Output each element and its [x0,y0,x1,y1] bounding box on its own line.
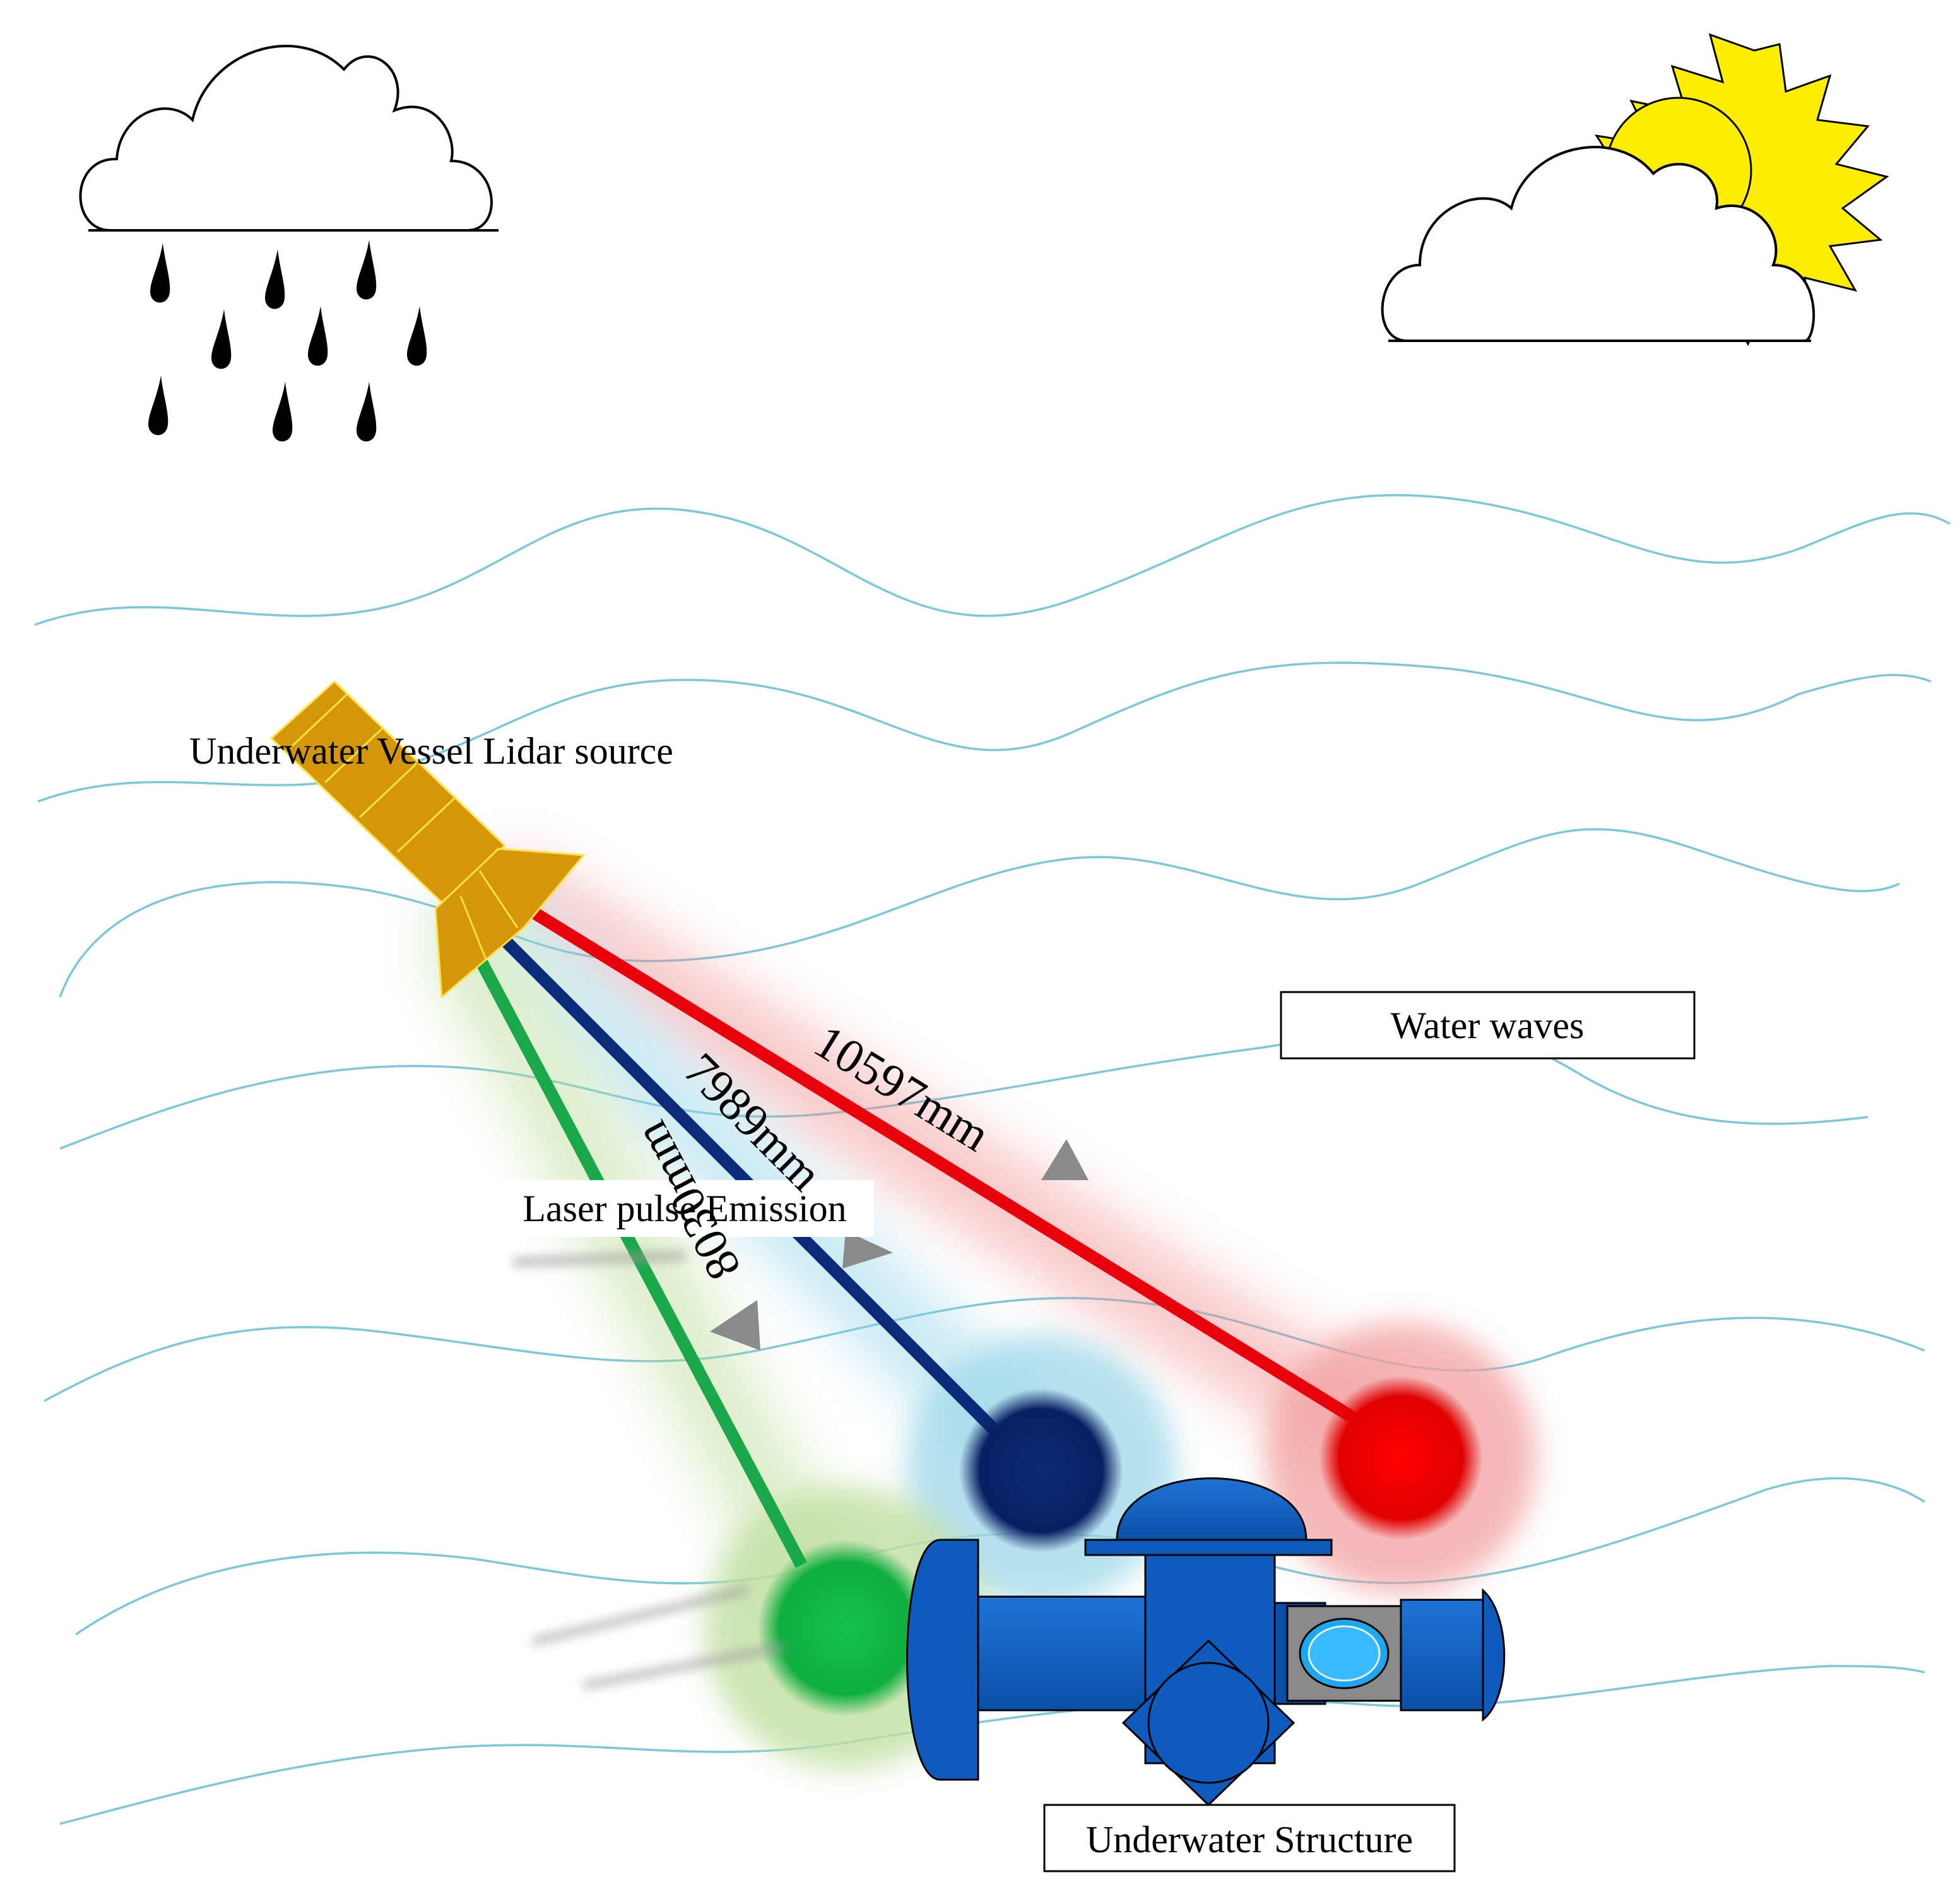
structure-label: Underwater Structure [1043,1804,1456,1872]
lidar-source-icon [270,680,585,998]
red-beam-arrow [1041,1139,1089,1180]
underwater-structure-icon [906,1477,1506,1807]
laser-pulse-label: Laser pulse Emission [492,1180,874,1237]
blue-spot [959,1388,1123,1552]
lidar-source-label: Underwater Vessel Lidar source [189,730,673,772]
water-waves-label: Water waves [1280,991,1696,1060]
blue-beam-arrow [842,1231,893,1268]
green-beam-arrow [710,1300,760,1351]
sun-cloud-icon [1381,33,1889,346]
green-spot [757,1540,934,1717]
red-laser-beam [514,897,1361,1426]
structure-label-text: Underwater Structure [1086,1819,1413,1860]
rain-cloud-icon [79,44,499,442]
red-spot [1319,1376,1483,1540]
laser-pulse-label-text: Laser pulse Emission [522,1188,846,1229]
motion-streaks [512,1251,787,1689]
water-waves-label-text: Water waves [1391,1005,1585,1046]
